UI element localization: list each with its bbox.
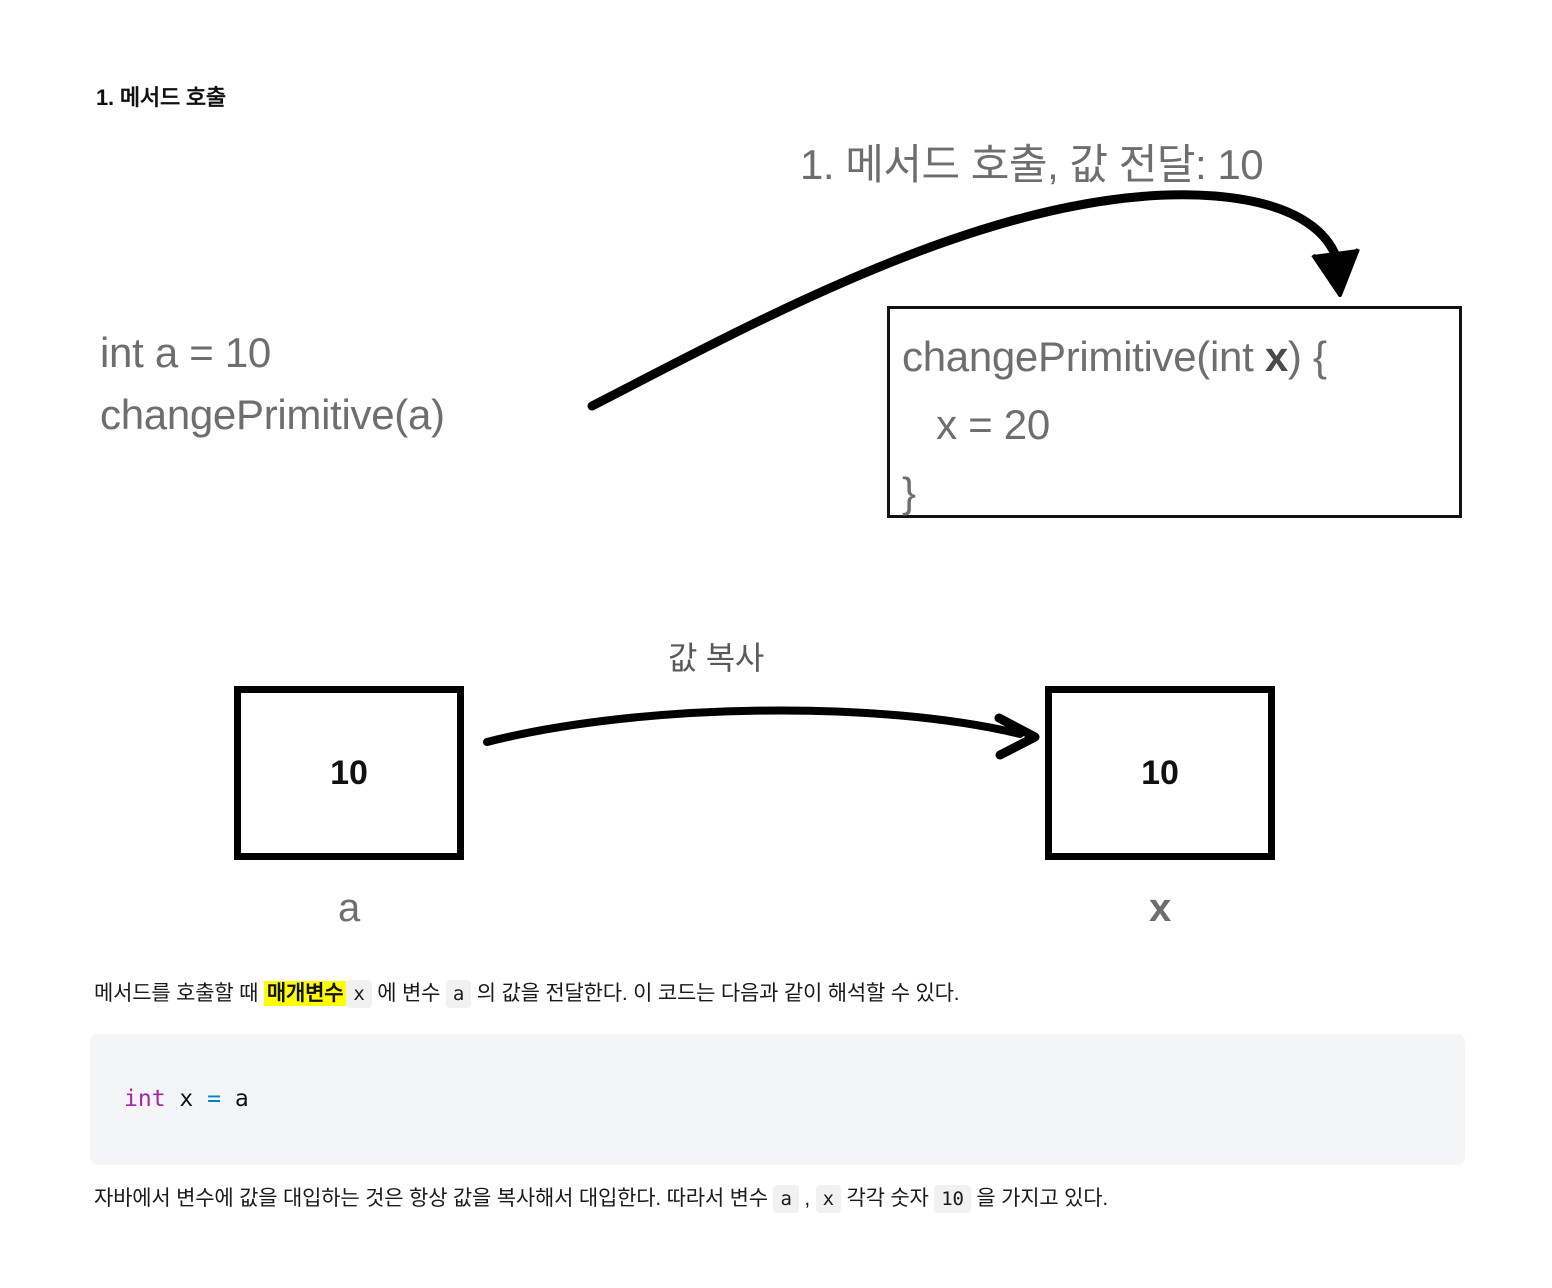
- prose-1-text-a: 메서드를 호출할 때: [94, 982, 264, 1005]
- code-block-content: int x = a: [124, 1084, 249, 1114]
- prose-2-text-b: 각각 숫자: [840, 1187, 935, 1210]
- method-param-name: x: [1264, 333, 1288, 380]
- call-arrow-head: [1311, 248, 1360, 297]
- code-identifier-x: x: [179, 1086, 194, 1112]
- memory-box-x: 10: [1045, 686, 1275, 860]
- method-code-text: changePrimitive(int x) { x = 20 }: [902, 323, 1327, 527]
- memory-box-x-label: x: [1149, 886, 1171, 930]
- method-signature-suffix: ) {: [1287, 333, 1327, 380]
- prose-1-text-b: 에 변수: [371, 982, 446, 1005]
- page-title: 1. 메서드 호출: [96, 85, 226, 110]
- method-signature-prefix: changePrimitive(int: [902, 333, 1265, 380]
- inline-code-a-2: a: [773, 1185, 799, 1213]
- memory-box-x-value: 10: [1141, 753, 1179, 792]
- copy-arrow-head: [994, 713, 1040, 760]
- code-operator-assign: =: [207, 1086, 221, 1112]
- prose-2-text-a: 자바에서 변수에 값을 대입하는 것은 항상 값을 복사해서 대입한다. 따라서…: [94, 1187, 774, 1210]
- prose-2-comma: ,: [798, 1187, 816, 1210]
- caller-code-text: int a = 10 changePrimitive(a): [100, 329, 445, 438]
- memory-box-a: 10: [234, 686, 464, 860]
- paragraph-value-copy: 자바에서 변수에 값을 대입하는 것은 항상 값을 복사해서 대입한다. 따라서…: [94, 1182, 1474, 1216]
- memory-box-a-label: a: [338, 886, 360, 930]
- code-block: int x = a: [90, 1034, 1465, 1165]
- inline-code-10: 10: [934, 1185, 971, 1213]
- copy-arrow-label: 값 복사: [668, 640, 765, 676]
- method-body-line: x = 20: [902, 401, 1050, 448]
- method-close-brace: }: [902, 469, 916, 516]
- inline-code-x-2: x: [815, 1185, 841, 1213]
- diagram-title: 1. 메서드 호출, 값 전달: 10: [800, 141, 1264, 188]
- prose-2-text-c: 을 가지고 있다.: [970, 1187, 1108, 1210]
- inline-code-x-1: x: [346, 980, 372, 1008]
- code-keyword-int: int: [124, 1086, 166, 1112]
- method-call-diagram: 1. 메서드 호출, 값 전달: 10 int a = 10 changePri…: [100, 141, 1462, 930]
- prose-1-text-c: 의 값을 전달한다. 이 코드는 다음과 같이 해석할 수 있다.: [471, 982, 960, 1005]
- method-body-box: changePrimitive(int x) { x = 20 }: [887, 306, 1462, 518]
- memory-box-a-value: 10: [330, 753, 368, 792]
- copy-arrow-path: [483, 706, 1024, 746]
- code-identifier-a: a: [234, 1086, 249, 1112]
- inline-code-a-1: a: [445, 980, 472, 1008]
- highlight-parameter-term: 매개변수: [263, 981, 347, 1006]
